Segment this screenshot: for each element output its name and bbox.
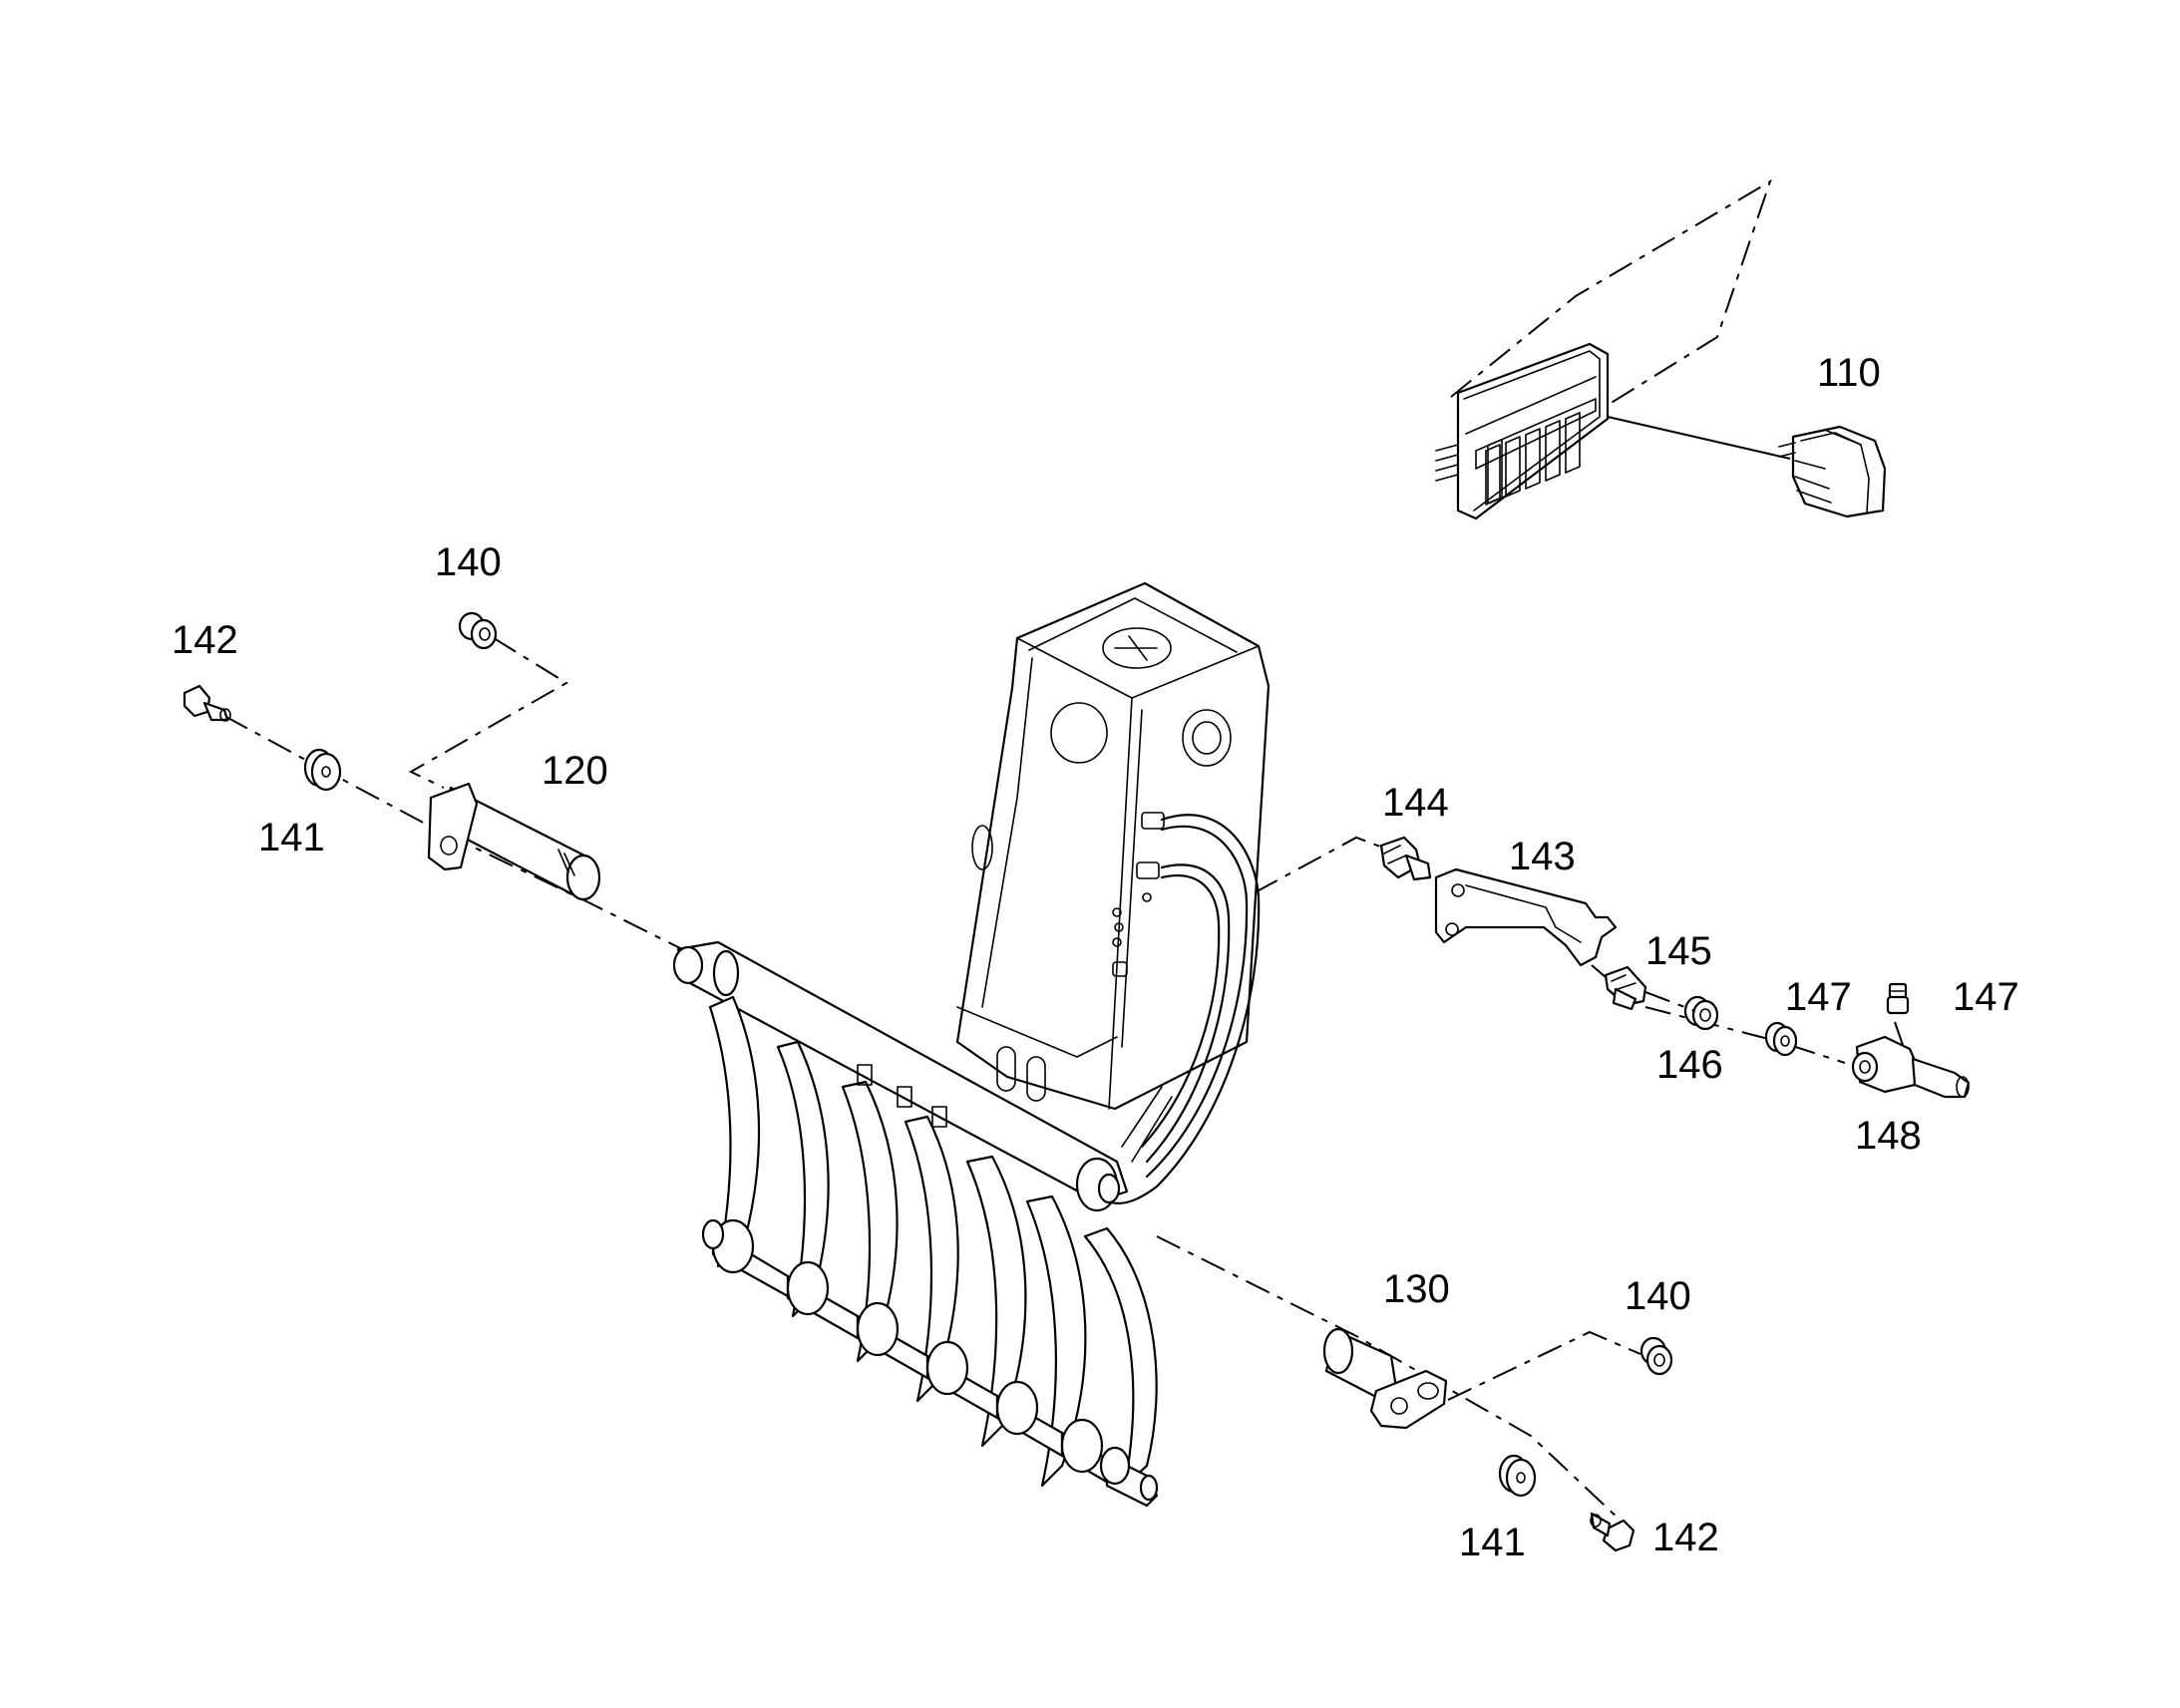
- main-frame-mast: [955, 581, 1271, 1111]
- part-147-right-fitting: [1886, 982, 1910, 1015]
- part-141-left-washer: [303, 748, 342, 792]
- bottom-rollers: [711, 1218, 1129, 1496]
- label-142-right: 142: [1652, 1516, 1719, 1559]
- part-148-valve-block: [1851, 1035, 1971, 1099]
- hydraulic-hoses: [1105, 814, 1261, 1204]
- label-147-right: 147: [1953, 975, 2019, 1019]
- part-147-left-fitting: [1764, 1021, 1798, 1057]
- label-140-top: 140: [435, 540, 502, 584]
- part-141-right-washer: [1498, 1454, 1537, 1498]
- part-142-left-bolt: [182, 684, 231, 722]
- label-120: 120: [542, 749, 608, 793]
- part-143-bracket: [1434, 867, 1618, 967]
- part-110-rocker-switch: [1778, 425, 1887, 518]
- tine-plates: [708, 995, 1158, 1488]
- label-141-left: 141: [258, 816, 325, 859]
- label-147-left: 147: [1785, 975, 1852, 1019]
- label-141-right: 141: [1459, 1521, 1526, 1564]
- part-130-pivot-pin: [1322, 1327, 1448, 1430]
- callout-labels: 110 120 130 140 140 141 141 142 142 143 …: [172, 351, 2019, 1564]
- label-142-left: 142: [172, 618, 238, 662]
- part-144-hose-fitting: [1379, 836, 1432, 881]
- part-140-top-grease-fitting: [458, 611, 498, 650]
- assembly-line-145: [1591, 964, 1607, 978]
- part-120-pivot-pin: [427, 782, 601, 901]
- assembly-line-146: [1644, 991, 1696, 1012]
- tine-assembly: [672, 940, 1159, 1508]
- label-110: 110: [1817, 351, 1881, 395]
- label-146: 146: [1656, 1043, 1723, 1087]
- label-145: 145: [1645, 929, 1712, 973]
- label-130: 130: [1383, 1267, 1450, 1311]
- part-146-nut: [1683, 995, 1719, 1031]
- part-110-switch-panel: [1435, 342, 1610, 520]
- label-143: 143: [1509, 835, 1576, 878]
- part-142-right-bolt: [1590, 1512, 1635, 1552]
- panel-switch-slots: [1485, 412, 1581, 506]
- label-148: 148: [1855, 1114, 1922, 1158]
- label-140-bottom: 140: [1625, 1274, 1691, 1318]
- label-144: 144: [1382, 781, 1449, 825]
- part-140-bottom-grease-fitting: [1639, 1336, 1673, 1376]
- part-145-adapter: [1604, 965, 1647, 1011]
